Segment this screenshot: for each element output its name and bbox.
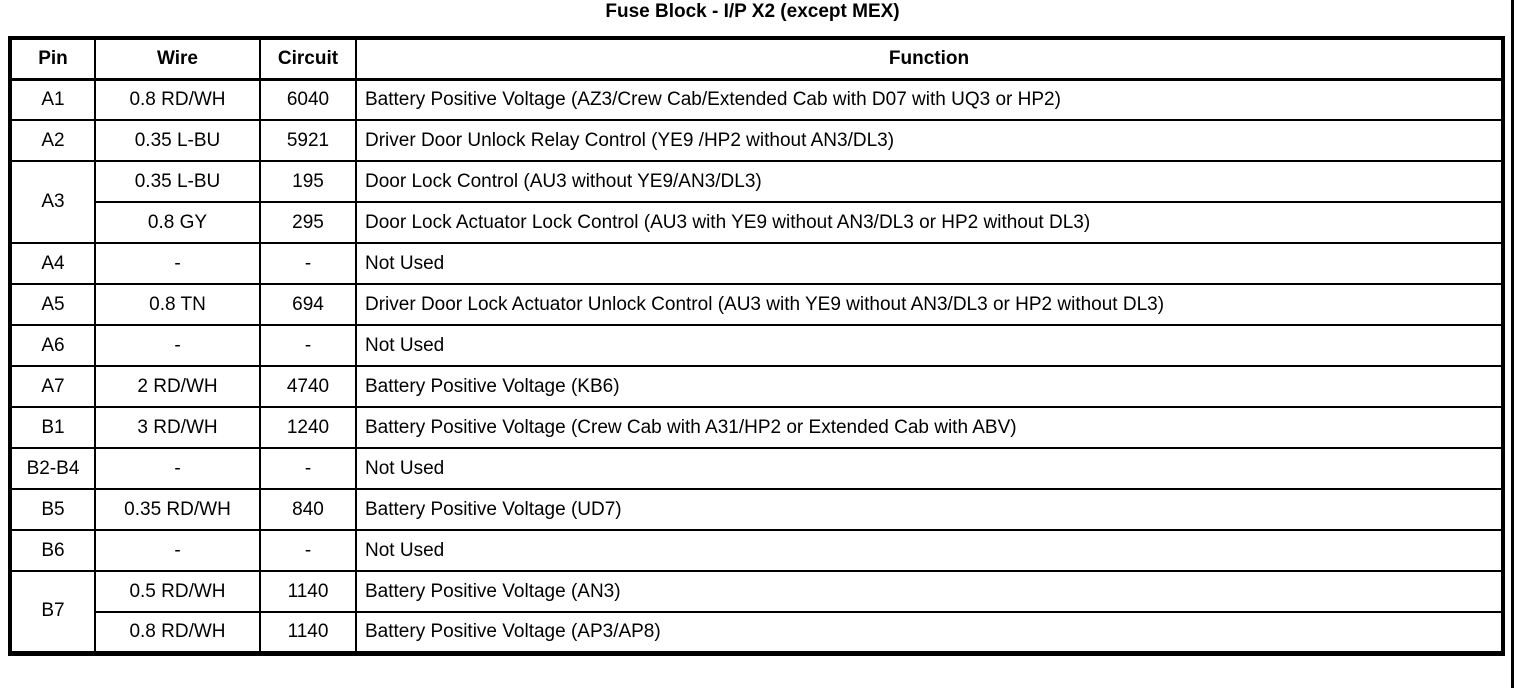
cell-circuit: 1140 — [259, 611, 357, 654]
column-header-circuit: Circuit — [259, 37, 357, 81]
column-header-pin: Pin — [9, 37, 96, 81]
cell-pin: B2-B4 — [9, 447, 96, 490]
cell-pin: A5 — [9, 283, 96, 326]
cell-pin: A3 — [9, 160, 96, 244]
cell-function: Battery Positive Voltage (AP3/AP8) — [355, 611, 1504, 654]
cell-wire: - — [94, 324, 261, 367]
cell-circuit: - — [259, 242, 357, 285]
cell-circuit: 840 — [259, 488, 357, 531]
cell-pin: B5 — [9, 488, 96, 531]
cell-circuit: - — [259, 447, 357, 490]
cell-function: Battery Positive Voltage (AZ3/Crew Cab/E… — [355, 78, 1504, 121]
table-row: A4--Not Used — [9, 242, 1504, 285]
cell-pin: A7 — [9, 365, 96, 408]
cell-wire: 3 RD/WH — [94, 406, 261, 449]
cell-wire: 0.8 TN — [94, 283, 261, 326]
cell-wire: - — [94, 447, 261, 490]
table-header: Pin Wire Circuit Function — [9, 37, 1504, 81]
cell-wire: 0.35 L-BU — [94, 119, 261, 162]
cell-circuit: - — [259, 529, 357, 572]
cell-pin: A4 — [9, 242, 96, 285]
table-header-row: Pin Wire Circuit Function — [9, 37, 1504, 81]
cell-circuit: 295 — [259, 201, 357, 244]
cell-function: Not Used — [355, 242, 1504, 285]
cell-pin: B6 — [9, 529, 96, 572]
cell-function: Driver Door Lock Actuator Unlock Control… — [355, 283, 1504, 326]
cell-wire: 0.8 RD/WH — [94, 611, 261, 654]
cell-function: Door Lock Control (AU3 without YE9/AN3/D… — [355, 160, 1504, 203]
cell-function: Not Used — [355, 529, 1504, 572]
page-margin-rule — [1511, 0, 1514, 688]
cell-pin: A6 — [9, 324, 96, 367]
column-header-wire: Wire — [94, 37, 261, 81]
column-header-function: Function — [355, 37, 1504, 81]
cell-wire: 0.8 GY — [94, 201, 261, 244]
cell-pin: A1 — [9, 78, 96, 121]
cell-circuit: 195 — [259, 160, 357, 203]
cell-pin: B7 — [9, 570, 96, 654]
cell-function: Battery Positive Voltage (KB6) — [355, 365, 1504, 408]
cell-function: Not Used — [355, 447, 1504, 490]
cell-pin: A2 — [9, 119, 96, 162]
table-row: A6--Not Used — [9, 324, 1504, 367]
cell-function: Battery Positive Voltage (UD7) — [355, 488, 1504, 531]
cell-function: Driver Door Unlock Relay Control (YE9 /H… — [355, 119, 1504, 162]
cell-circuit: 4740 — [259, 365, 357, 408]
cell-circuit: 1140 — [259, 570, 357, 613]
cell-wire: 2 RD/WH — [94, 365, 261, 408]
cell-circuit: 1240 — [259, 406, 357, 449]
page-title: Fuse Block - I/P X2 (except MEX) — [605, 1, 900, 22]
cell-wire: 0.5 RD/WH — [94, 570, 261, 613]
cell-circuit: 694 — [259, 283, 357, 326]
cell-function: Battery Positive Voltage (AN3) — [355, 570, 1504, 613]
cell-function: Not Used — [355, 324, 1504, 367]
table-row: B2-B4--Not Used — [9, 447, 1504, 490]
cell-wire: 0.35 L-BU — [94, 160, 261, 203]
cell-wire: 0.35 RD/WH — [94, 488, 261, 531]
cell-circuit: 6040 — [259, 78, 357, 121]
cell-function: Battery Positive Voltage (Crew Cab with … — [355, 406, 1504, 449]
cell-wire: - — [94, 529, 261, 572]
cell-pin: B1 — [9, 406, 96, 449]
cell-function: Door Lock Actuator Lock Control (AU3 wit… — [355, 201, 1504, 244]
cell-wire: - — [94, 242, 261, 285]
cell-circuit: 5921 — [259, 119, 357, 162]
table-row: B6--Not Used — [9, 529, 1504, 572]
cell-wire: 0.8 RD/WH — [94, 78, 261, 121]
cell-circuit: - — [259, 324, 357, 367]
